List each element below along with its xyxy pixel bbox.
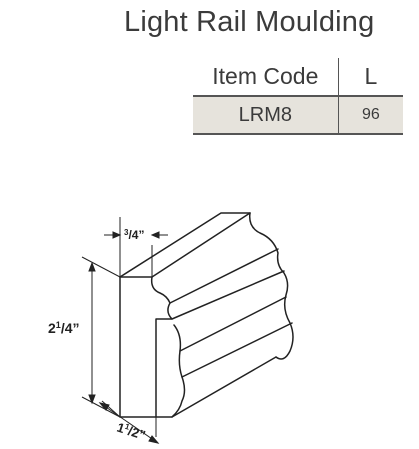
cell-length: 96: [337, 96, 403, 135]
dim-height-label: 21/4”: [48, 320, 80, 336]
edge-bottom: [171, 356, 277, 418]
table-row: LRM8 96: [193, 96, 403, 135]
header-length: L: [337, 58, 403, 97]
edge-groove-2: [181, 322, 293, 378]
edge-groove-1: [179, 296, 287, 352]
product-title: Light Rail Moulding: [124, 6, 375, 38]
back-profile: [248, 212, 294, 360]
table-header-row: Item Code L: [193, 58, 403, 97]
dim-top-label: 3/4”: [124, 228, 144, 242]
top-back-edge: [119, 212, 251, 278]
moulding-drawing: 3/4” 21/4” 11/2”: [48, 212, 294, 444]
dim-depth-label: 11/2”: [115, 420, 147, 443]
dim-depth-line: [99, 402, 159, 444]
edge-bead-1: [169, 248, 279, 304]
front-profile-face: [119, 276, 186, 418]
edge-left-bottom: [119, 276, 157, 418]
edge-bead-2: [171, 270, 285, 320]
spec-table: Item Code L LRM8 96: [193, 58, 403, 135]
header-item-code: Item Code: [193, 58, 339, 97]
edge-top-right: [151, 212, 251, 278]
cell-item-code: LRM8: [193, 96, 339, 135]
